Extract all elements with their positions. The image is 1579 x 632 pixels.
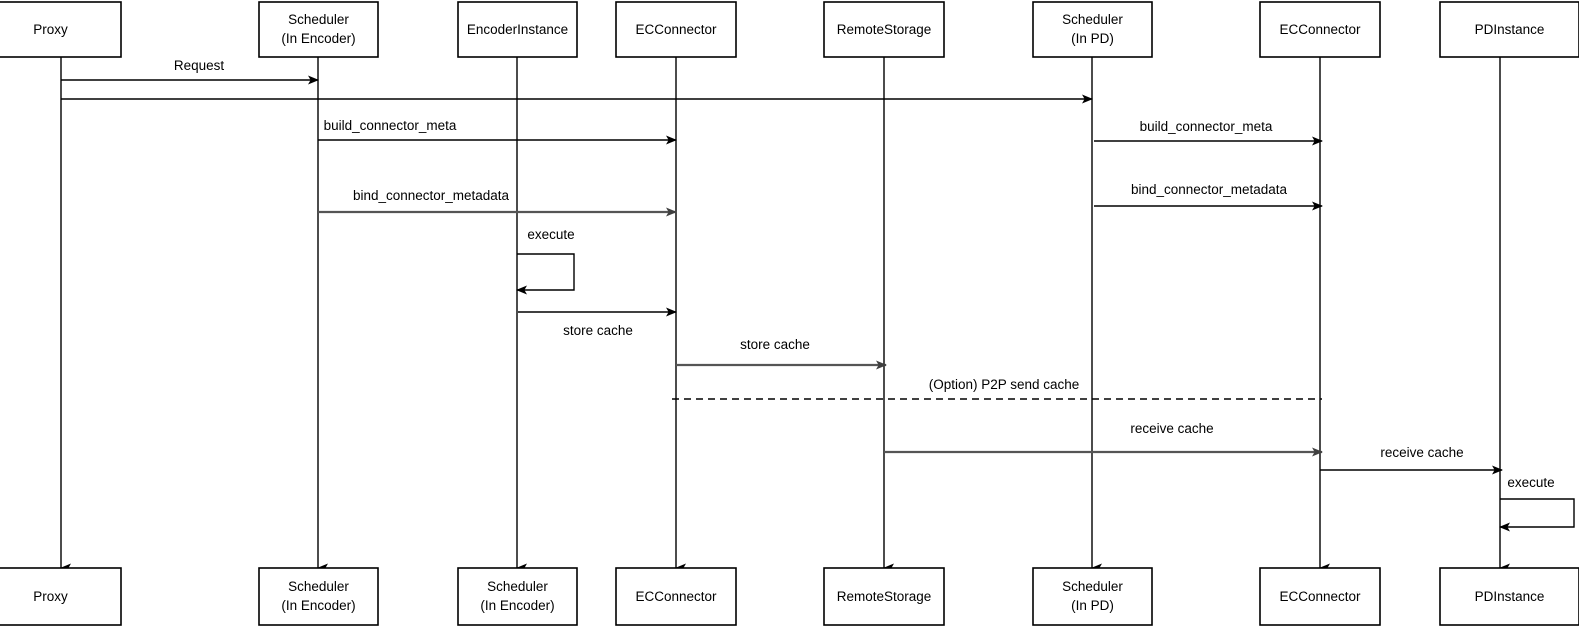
participant-label-line1: ECConnector [1279, 589, 1361, 604]
top-participant-boxes: Proxy Scheduler (In Encoder) EncoderInstanc… [0, 1, 1579, 58]
participant-label-line1: Proxy [33, 589, 68, 604]
messages-group: Request build_connector_meta build_connect… [61, 58, 1503, 475]
participant-box-bottom-encoder_inst[interactable]: Scheduler (In Encoder) [457, 567, 578, 626]
participant-label-line2: (In Encoder) [281, 31, 355, 46]
participant-label-line1: ECConnector [635, 22, 717, 37]
participant-label-line1: Scheduler [1062, 579, 1123, 594]
participant-box-bottom-ec_conn_pd[interactable]: ECConnector [1259, 567, 1381, 626]
self-loop-path [1499, 498, 1575, 532]
box-rect [457, 567, 578, 626]
participant-box-top-pd_inst[interactable]: PDInstance [1439, 1, 1579, 58]
message-m8[interactable]: store cache [676, 337, 887, 370]
message-label: bind_connector_metadata [353, 188, 510, 203]
message-m5[interactable]: bind_connector_metadata [318, 188, 677, 217]
participant-box-top-proxy[interactable]: Proxy [0, 1, 122, 58]
participant-label-line2: (In PD) [1071, 31, 1114, 46]
message-label: build_connector_meta [1140, 119, 1273, 134]
participant-box-bottom-ec_conn_enc[interactable]: ECConnector [615, 567, 737, 626]
message-label: receive cache [1130, 421, 1213, 436]
self-message-label: execute [1507, 475, 1554, 490]
message-label: Request [174, 58, 225, 73]
participant-box-bottom-remote_store[interactable]: RemoteStorage [823, 567, 945, 626]
box-rect [0, 567, 122, 626]
participant-box-top-sched_pd[interactable]: Scheduler (In PD) [1032, 1, 1153, 58]
box-rect [1032, 1, 1153, 58]
participant-label-line1: Scheduler [487, 579, 548, 594]
participant-label-line2: (In Encoder) [281, 598, 355, 613]
bottom-participant-boxes: Proxy Scheduler (In Encoder) Scheduler (In E… [0, 567, 1579, 626]
participant-label-line1: Scheduler [288, 579, 349, 594]
participant-label-line1: Proxy [33, 22, 68, 37]
box-rect [457, 1, 578, 58]
participant-box-top-encoder_inst[interactable]: EncoderInstance [457, 1, 578, 58]
participant-label-line1: ECConnector [635, 589, 717, 604]
participant-box-bottom-sched_enc[interactable]: Scheduler (In Encoder) [258, 567, 379, 626]
box-rect [0, 1, 122, 58]
box-rect [1259, 567, 1381, 626]
participant-box-bottom-proxy[interactable]: Proxy [0, 567, 122, 626]
self-message-s1[interactable]: execute [516, 227, 575, 295]
self-message-s2[interactable]: execute [1499, 475, 1575, 532]
box-rect [1439, 1, 1579, 58]
box-rect [823, 1, 945, 58]
self-message-label: execute [527, 227, 574, 242]
self-messages-group: execute execute [516, 227, 1575, 532]
participant-label-line1: RemoteStorage [837, 589, 932, 604]
participant-label-line1: RemoteStorage [837, 22, 932, 37]
participant-box-top-ec_conn_enc[interactable]: ECConnector [615, 1, 737, 58]
participant-box-top-remote_store[interactable]: RemoteStorage [823, 1, 945, 58]
message-label: store cache [563, 323, 633, 338]
message-label: build_connector_meta [324, 118, 457, 133]
box-rect [258, 567, 379, 626]
lifelines-group [60, 57, 1510, 573]
message-m7[interactable]: store cache [518, 307, 677, 338]
box-rect [258, 1, 379, 58]
message-label: bind_connector_metadata [1131, 182, 1288, 197]
participant-label-line1: Scheduler [1062, 12, 1123, 27]
participant-label-line1: Scheduler [288, 12, 349, 27]
message-label: (Option) P2P send cache [929, 377, 1080, 392]
message-m6[interactable]: bind_connector_metadata [1094, 182, 1323, 211]
self-loop-path [516, 253, 575, 295]
message-m1[interactable]: Request [61, 58, 319, 85]
box-rect [1439, 567, 1579, 626]
participant-label-line1: ECConnector [1279, 22, 1361, 37]
message-m11[interactable]: receive cache [1320, 445, 1503, 475]
participant-box-top-ec_conn_pd[interactable]: ECConnector [1259, 1, 1381, 58]
message-label: store cache [740, 337, 810, 352]
box-rect [1259, 1, 1381, 58]
participant-label-line1: PDInstance [1475, 22, 1545, 37]
participant-label-line2: (In PD) [1071, 598, 1114, 613]
message-m4[interactable]: build_connector_meta [1094, 119, 1323, 146]
box-rect [823, 567, 945, 626]
participant-box-top-sched_enc[interactable]: Scheduler (In Encoder) [258, 1, 379, 58]
box-rect [1032, 567, 1153, 626]
message-m10[interactable]: receive cache [884, 421, 1323, 457]
participant-box-bottom-sched_pd[interactable]: Scheduler (In PD) [1032, 567, 1153, 626]
box-rect [615, 1, 737, 58]
participant-box-bottom-pd_inst[interactable]: PDInstance [1439, 567, 1579, 626]
participant-label-line1: PDInstance [1475, 589, 1545, 604]
message-label: receive cache [1380, 445, 1463, 460]
message-m9[interactable]: (Option) P2P send cache [672, 377, 1322, 400]
participant-label-line2: (In Encoder) [480, 598, 554, 613]
box-rect [615, 567, 737, 626]
participant-label-line1: EncoderInstance [467, 22, 568, 37]
message-m3[interactable]: build_connector_meta [318, 118, 677, 145]
